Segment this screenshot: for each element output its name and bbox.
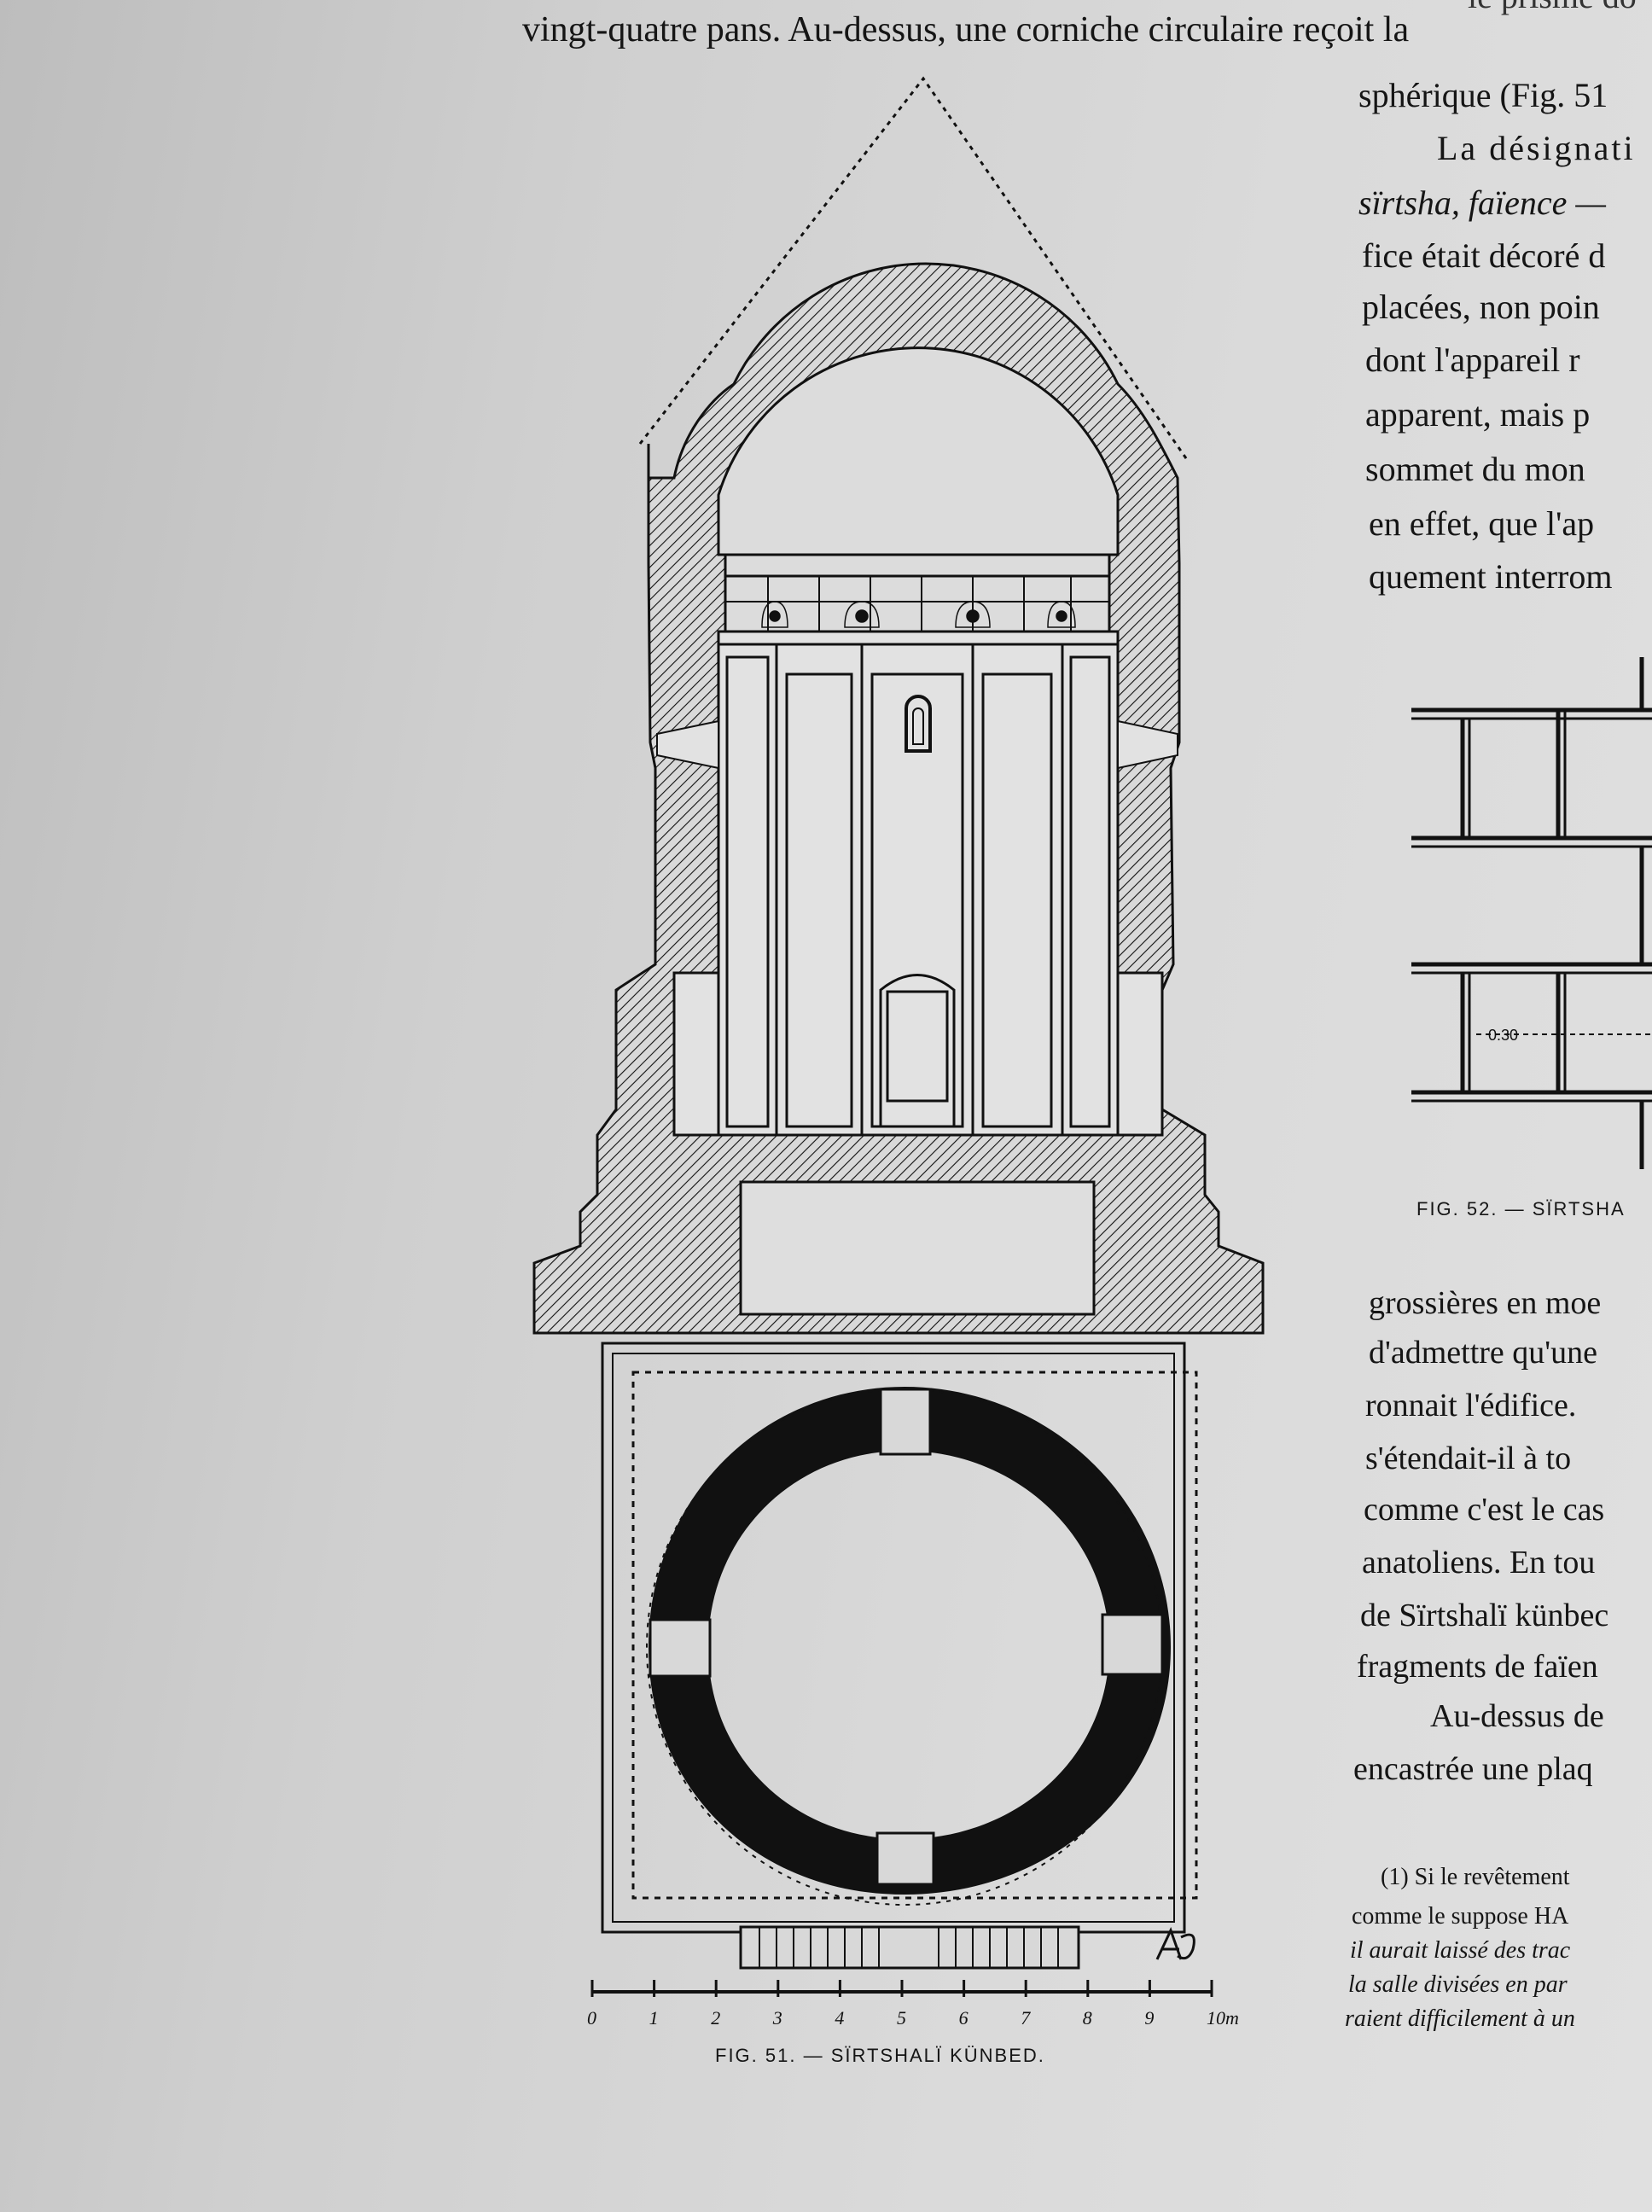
scale-bar: 0 1 2 3 4 5 6 7 8 9 10m xyxy=(587,1980,1239,2029)
footnote-line-1: (1) Si le revêtement xyxy=(1381,1864,1570,1890)
right-text-line-9: en effet, que l'ap xyxy=(1369,504,1595,543)
door-opening xyxy=(879,974,956,1126)
scale-label: 4 xyxy=(835,2007,844,2029)
left-buttress xyxy=(672,971,720,1137)
fig52-dimension-label: 0.30 xyxy=(1488,1027,1518,1044)
right-text-line-8: sommet du mon xyxy=(1365,450,1585,488)
scale-label: 6 xyxy=(959,2007,969,2029)
fig51-caption: FIG. 51. — SÏRTSHALÏ KÜNBED. xyxy=(715,2045,1045,2066)
scale-label: 0 xyxy=(587,2007,596,2029)
artist-monogram xyxy=(1155,1927,1195,1960)
crypt-chamber xyxy=(739,1180,1096,1316)
lower-text-line-6: anatoliens. En tou xyxy=(1362,1545,1596,1580)
plan-dotted-platform xyxy=(631,1371,1198,1900)
fig52-tile-pattern xyxy=(1411,657,1652,1169)
dome-cavity xyxy=(717,346,1120,556)
lower-text-line-2: d'admettre qu'une xyxy=(1369,1335,1597,1371)
scale-label: 9 xyxy=(1144,2007,1154,2029)
right-buttress xyxy=(1116,971,1164,1137)
plan-inner-border xyxy=(612,1353,1175,1923)
scale-label: 8 xyxy=(1083,2007,1092,2029)
left-band xyxy=(656,719,719,770)
lower-text-line-3: ronnait l'édifice. xyxy=(1365,1388,1577,1423)
palmette-ornaments xyxy=(761,601,1076,628)
plan-steps xyxy=(739,1925,1080,1970)
right-text-line-1: sphérique (Fig. 51 xyxy=(1358,76,1608,114)
right-text-line-3: sïrtsha, faïence — xyxy=(1358,183,1606,222)
scale-label: 2 xyxy=(711,2007,720,2029)
plan-opening-top xyxy=(879,1388,932,1456)
scale-label: 3 xyxy=(772,2007,782,2029)
right-text-line-5: placées, non poin xyxy=(1362,288,1600,326)
lower-text-line-1: grossières en moe xyxy=(1369,1285,1602,1321)
plan-opening-bottom xyxy=(875,1831,935,1886)
scale-label: 5 xyxy=(897,2007,906,2029)
text-line-top: vingt-quatre pans. Au-dessus, une cornic… xyxy=(522,10,1410,49)
right-text-line-7: apparent, mais p xyxy=(1365,395,1591,434)
right-text-line-6: dont l'appareil r xyxy=(1365,341,1580,379)
plan-opening-right xyxy=(1101,1613,1164,1676)
lower-text-line-8: fragments de faïen xyxy=(1357,1649,1598,1685)
cornice-band xyxy=(724,553,1111,578)
plan-wall-ring xyxy=(649,1387,1171,1895)
right-text-line-2: La désignati xyxy=(1437,129,1636,167)
fig51-section-drawing xyxy=(532,76,1265,1335)
fig51-plan-drawing xyxy=(601,1342,1198,1970)
footnote-line-4: la salle divisées en par xyxy=(1348,1971,1568,1998)
lower-text-line-10: encastrée une plaq xyxy=(1353,1751,1593,1787)
lower-text-line-4: s'étendait-il à to xyxy=(1365,1441,1572,1476)
lower-text-line-5: comme c'est le cas xyxy=(1364,1492,1605,1528)
roof-dotted-outline xyxy=(638,76,1190,462)
scale-label: 7 xyxy=(1021,2007,1031,2029)
scale-label: 10m xyxy=(1207,2007,1239,2029)
lower-text-line-9: Au-dessus de xyxy=(1430,1698,1604,1734)
right-text-line-10: quement interrom xyxy=(1369,557,1613,596)
plan-opening-left xyxy=(649,1618,712,1678)
frieze-band xyxy=(724,574,1111,633)
text-fragment-top: le prisme do xyxy=(1468,0,1637,14)
window-opening xyxy=(905,695,932,753)
fig52-caption: FIG. 52. — SÏRTSHA xyxy=(1416,1198,1626,1220)
lower-text-line-7: de Sïrtshalï künbec xyxy=(1360,1598,1609,1633)
scale-label: 1 xyxy=(649,2007,659,2029)
footnote-line-5: raient difficilement à un xyxy=(1345,2005,1575,2032)
footnote-line-3: il aurait laissé des trac xyxy=(1350,1937,1571,1964)
right-band xyxy=(1117,719,1178,770)
right-text-line-4: fice était décoré d xyxy=(1362,236,1606,275)
interior-wall-panels xyxy=(717,630,1120,1137)
footnote-line-2: comme le suppose HA xyxy=(1352,1903,1569,1930)
